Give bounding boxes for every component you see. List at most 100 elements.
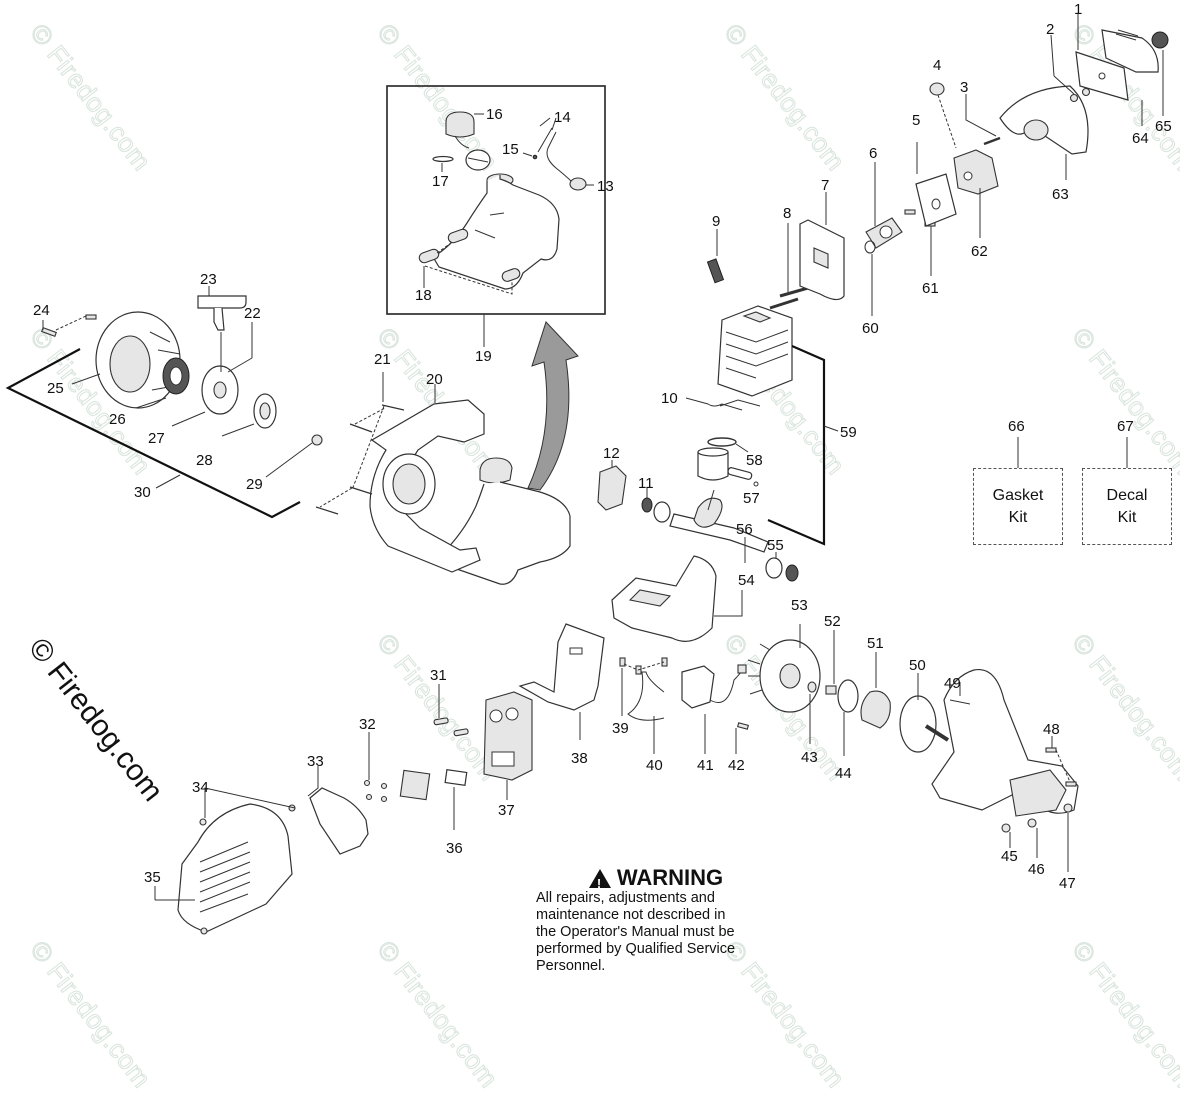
piston bbox=[697, 447, 729, 481]
callout-7: 7 bbox=[821, 177, 829, 194]
intake-6 bbox=[865, 162, 903, 249]
screws-48 bbox=[1045, 736, 1077, 787]
callout-55: 55 bbox=[767, 537, 784, 554]
nut-46 bbox=[1027, 818, 1038, 858]
callout-14: 14 bbox=[554, 109, 571, 126]
curved-arrow-icon bbox=[527, 321, 579, 491]
callout-41: 41 bbox=[697, 757, 714, 774]
callout-34: 34 bbox=[192, 779, 209, 796]
decal-kit: 67 bbox=[1117, 418, 1134, 435]
callout-24: 24 bbox=[33, 302, 50, 319]
fuel-cap-16 bbox=[445, 111, 491, 171]
fuel-tank bbox=[432, 173, 560, 290]
gasket-kit-line1: Gasket bbox=[992, 486, 1044, 504]
callout-36: 36 bbox=[446, 840, 463, 857]
air-filter-1 bbox=[1075, 14, 1129, 101]
callout-25: 25 bbox=[47, 380, 64, 397]
decal-kit-box: Decal Kit bbox=[1082, 468, 1172, 545]
callout-2: 2 bbox=[1046, 21, 1054, 38]
callout-12: 12 bbox=[603, 445, 620, 462]
screw-24 bbox=[41, 314, 97, 337]
fan-housing-20 bbox=[369, 384, 485, 573]
fuel-line-14 bbox=[522, 117, 594, 191]
bracket-30 bbox=[5, 348, 301, 519]
callout-58: 58 bbox=[746, 452, 763, 469]
callout-23: 23 bbox=[200, 271, 217, 288]
air-filter-holder-63 bbox=[999, 85, 1089, 180]
callout-51: 51 bbox=[867, 635, 884, 652]
callout-26: 26 bbox=[109, 411, 126, 428]
callout-1: 1 bbox=[1074, 1, 1082, 18]
screen-36 bbox=[444, 768, 468, 830]
callout-21: 21 bbox=[374, 351, 391, 368]
callout-17: 17 bbox=[432, 173, 449, 190]
gasket-kit: 66 bbox=[1008, 418, 1025, 435]
flywheel-53 bbox=[747, 624, 821, 713]
piston-pin-57 bbox=[727, 467, 759, 487]
o-ring-60 bbox=[864, 240, 876, 316]
pulley-27 bbox=[171, 365, 239, 427]
warning-title: WARNING bbox=[616, 865, 724, 890]
callout-47: 47 bbox=[1059, 875, 1076, 892]
callout-29: 29 bbox=[246, 476, 263, 493]
callout-19: 19 bbox=[475, 348, 492, 365]
callout-35: 35 bbox=[144, 869, 161, 886]
choke-4 bbox=[929, 82, 957, 149]
callout-11: 11 bbox=[638, 475, 654, 492]
bearings-55 bbox=[765, 552, 799, 582]
callout-56: 56 bbox=[736, 521, 753, 538]
callout-16: 16 bbox=[486, 106, 503, 123]
clutch-51 bbox=[860, 652, 891, 729]
callout-31: 31 bbox=[430, 667, 447, 684]
spark-plug-9 bbox=[706, 229, 725, 284]
callout-50: 50 bbox=[909, 657, 926, 674]
cylinder-cover-35 bbox=[154, 803, 293, 933]
heat-shield-12 bbox=[597, 460, 627, 511]
piston-ring-58 bbox=[707, 437, 749, 453]
callout-42: 42 bbox=[728, 757, 745, 774]
spark-arrestor bbox=[399, 769, 431, 801]
warning-line: Personnel. bbox=[536, 958, 606, 974]
callout-5: 5 bbox=[912, 112, 920, 129]
callout-43: 43 bbox=[801, 749, 818, 766]
callout-40: 40 bbox=[646, 757, 663, 774]
callout-3: 3 bbox=[960, 79, 968, 96]
starter-cover-25 bbox=[71, 311, 181, 409]
warning-triangle-icon bbox=[588, 868, 611, 896]
muffler-37 bbox=[483, 691, 533, 800]
callout-61: 61 bbox=[922, 280, 939, 297]
callout-39: 39 bbox=[612, 720, 629, 737]
callout-32: 32 bbox=[359, 716, 376, 733]
screw-29 bbox=[265, 434, 323, 478]
bolts-39 bbox=[619, 657, 668, 716]
callout-33: 33 bbox=[307, 753, 324, 770]
ignition-module bbox=[627, 664, 750, 754]
washer-44 bbox=[837, 679, 859, 756]
screws-34 bbox=[199, 787, 296, 935]
screw-3 bbox=[965, 94, 1001, 146]
callout-37: 37 bbox=[498, 802, 515, 819]
callout-52: 52 bbox=[824, 613, 841, 630]
callout-60: 60 bbox=[862, 320, 879, 337]
callout-27: 27 bbox=[148, 430, 165, 447]
callout-8: 8 bbox=[783, 205, 791, 222]
callout-10: 10 bbox=[661, 390, 678, 407]
crankshaft-56 bbox=[669, 489, 769, 563]
callout-54: 54 bbox=[738, 572, 755, 589]
callout-4: 4 bbox=[933, 57, 941, 74]
gasket-kit-line2: Kit bbox=[1008, 508, 1028, 526]
callout-13: 13 bbox=[597, 178, 614, 195]
bearings-11 bbox=[641, 488, 671, 523]
warning-line: All repairs, adjustments and bbox=[536, 890, 715, 906]
washer-43 bbox=[807, 681, 817, 744]
crankcase-54 bbox=[611, 555, 743, 642]
callout-57: 57 bbox=[743, 490, 760, 507]
callout-28: 28 bbox=[196, 452, 213, 469]
callout-44: 44 bbox=[835, 765, 852, 782]
nut-2 bbox=[1050, 34, 1091, 103]
callout-59: 59 bbox=[840, 424, 857, 441]
gasket-kit-box: Gasket Kit bbox=[973, 468, 1063, 545]
gasket-5 bbox=[915, 142, 957, 227]
warning-line: the Operator's Manual must be bbox=[536, 924, 735, 940]
callout-63: 63 bbox=[1052, 186, 1069, 203]
